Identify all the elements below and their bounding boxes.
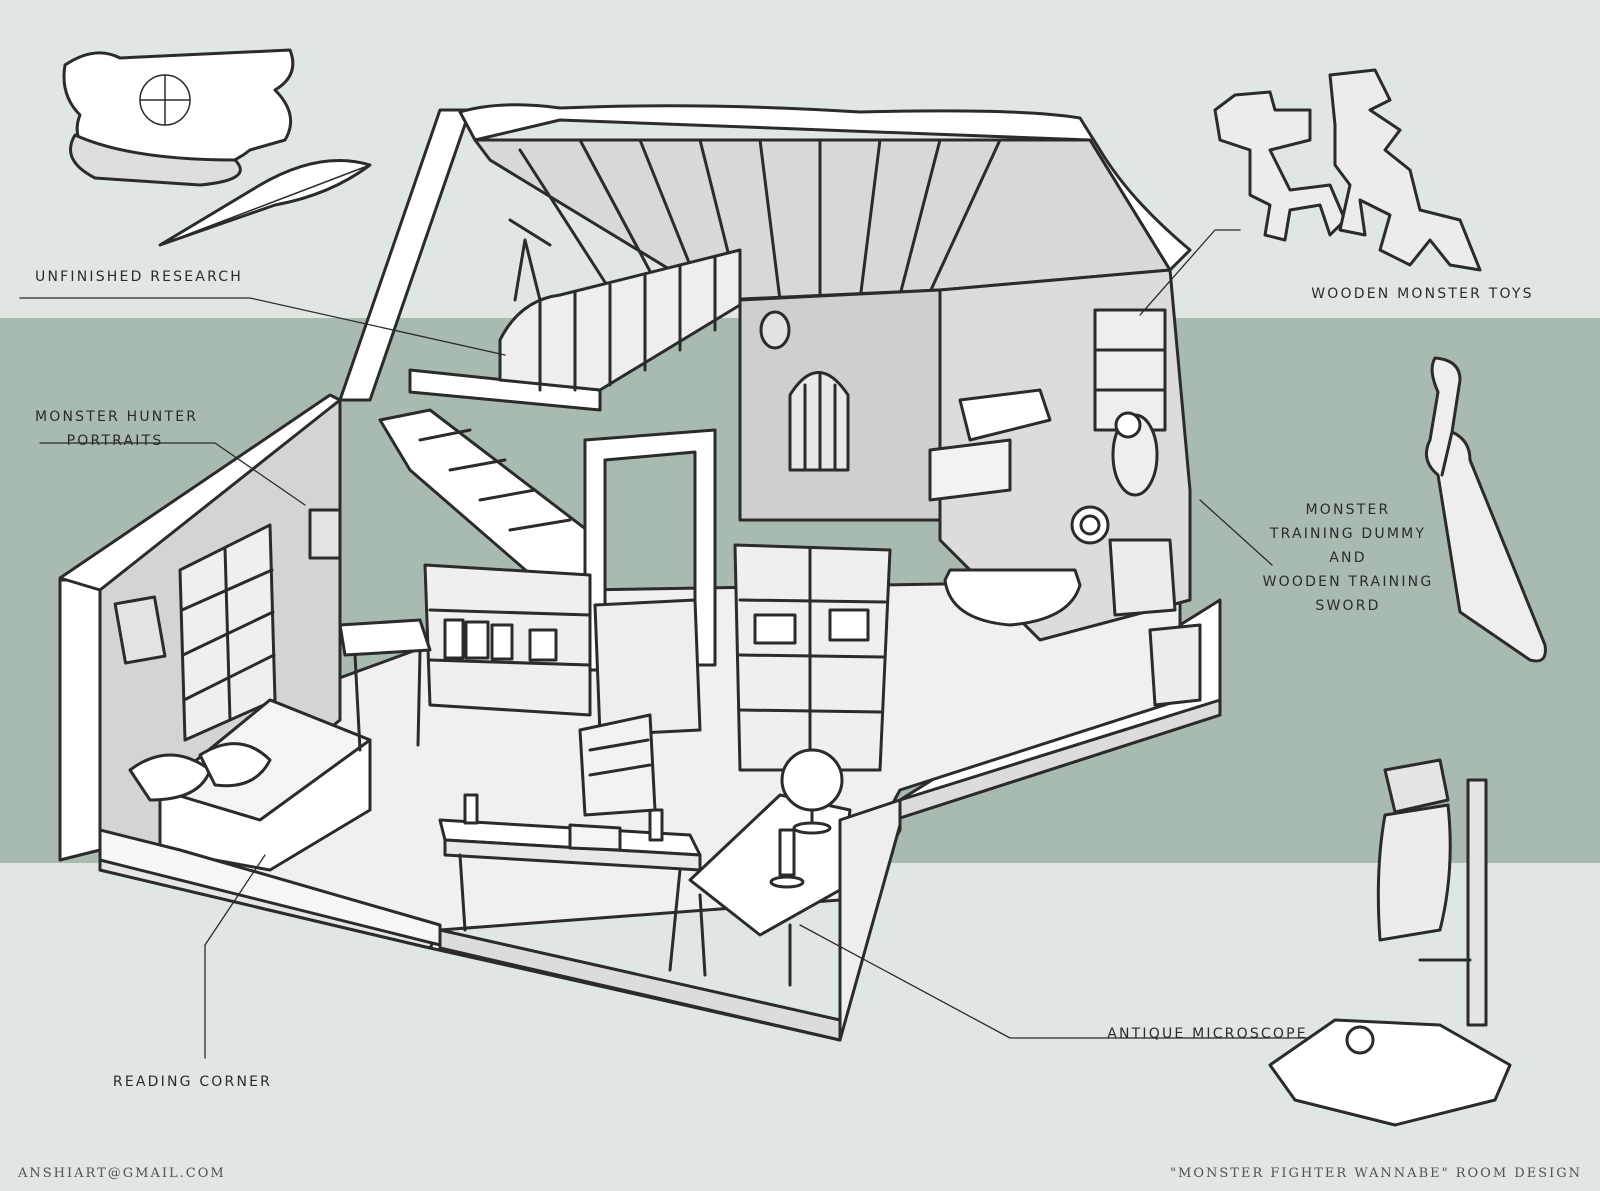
- scroll-map-icon: [62, 48, 295, 187]
- desk: [438, 793, 702, 972]
- footer-email: ANSHIART@GMAIL.COM: [18, 1166, 226, 1181]
- back-wall: [738, 288, 942, 522]
- label-wooden-monster-toys: WOODEN MONSTER TOYS: [1311, 286, 1534, 302]
- label-line: MONSTER HUNTER: [35, 409, 199, 425]
- training-sword-icon: [1424, 356, 1547, 663]
- roof: [458, 103, 1192, 302]
- quill-icon: [158, 159, 372, 247]
- label-antique-microscope: ANTIQUE MICROSCOPE: [1107, 1026, 1308, 1042]
- front-walls: [98, 798, 902, 1042]
- label-line: TRAINING DUMMY: [1269, 526, 1427, 542]
- door-frame: [583, 428, 717, 737]
- leader-lines: [19, 229, 1326, 1059]
- label-monster-hunter-portraits: MONSTER HUNTER PORTRAITS: [35, 405, 199, 453]
- microscope-icon: [1268, 758, 1512, 1127]
- bookshelf-right: [733, 543, 892, 772]
- label-line: MONSTER: [1305, 502, 1391, 518]
- reading-bed: [128, 698, 372, 872]
- label-line: SWORD: [1315, 598, 1381, 614]
- wooden-toy-icon: [1213, 68, 1482, 272]
- label-line: AND: [1329, 550, 1367, 566]
- footer-title: "MONSTER FIGHTER WANNABE" ROOM DESIGN: [1170, 1166, 1582, 1181]
- loft: [408, 218, 742, 412]
- chair: [578, 713, 657, 817]
- label-unfinished-research: UNFINISHED RESEARCH: [35, 269, 244, 285]
- left-wall: [58, 108, 472, 862]
- label-training-dummy-sword: MONSTER TRAINING DUMMY AND WOODEN TRAINI…: [1258, 498, 1438, 618]
- right-room: [928, 268, 1202, 707]
- label-line: PORTRAITS: [66, 433, 164, 449]
- bookshelf-left: [423, 563, 592, 717]
- lectern: [338, 618, 432, 752]
- label-reading-corner: READING CORNER: [112, 1074, 273, 1090]
- label-line: WOODEN TRAINING: [1262, 574, 1434, 590]
- side-table: [688, 748, 852, 987]
